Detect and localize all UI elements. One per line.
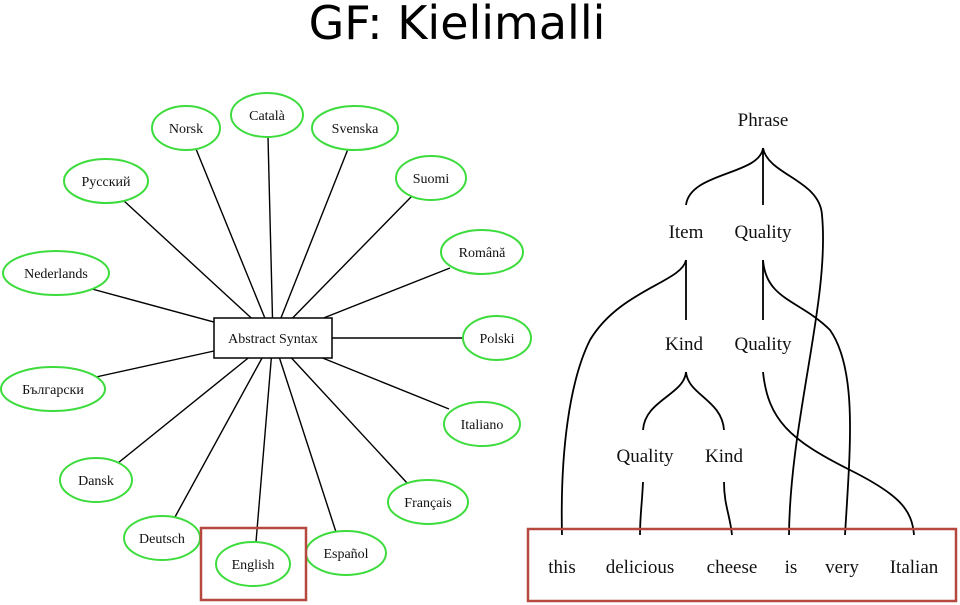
language-node-italiano: Italiano	[443, 401, 521, 447]
language-node-espanol: Español	[305, 530, 387, 576]
sentence-words: this delicious cheese is very Italian	[548, 557, 938, 578]
language-label: Română	[459, 246, 506, 261]
language-label: English	[232, 558, 275, 573]
language-label: Italiano	[461, 418, 504, 433]
tree-node-item: Item	[669, 222, 704, 243]
abstract-syntax-node: Abstract Syntax	[213, 317, 333, 359]
language-ellipse	[63, 158, 149, 204]
tree-node-kind: Kind	[665, 334, 704, 355]
word: this	[548, 557, 575, 578]
language-ellipse	[395, 155, 467, 201]
word: is	[785, 557, 798, 578]
language-node-svenska: Svenska	[311, 105, 399, 151]
tree-node-phrase: Phrase	[738, 110, 789, 131]
language-label: Français	[404, 496, 451, 511]
language-node-nederlands: Nederlands	[2, 250, 110, 296]
spoke-dansk	[117, 357, 249, 464]
language-label: Български	[22, 383, 84, 398]
word: delicious	[606, 557, 675, 578]
english-highlight-box	[199, 526, 308, 602]
spoke-svenska	[280, 148, 349, 319]
spoke-lines	[91, 136, 463, 543]
language-node-francais: Français	[387, 479, 469, 525]
language-ellipse	[443, 401, 521, 447]
language-node-norsk: Norsk	[151, 105, 221, 151]
spoke-nederlands	[91, 288, 215, 323]
spoke-romana	[323, 267, 451, 319]
spoke-catala	[267, 136, 274, 319]
language-label: Polski	[479, 332, 514, 347]
spoke-russkiy	[122, 199, 252, 319]
tree-node-kind: Kind	[705, 446, 744, 467]
abstract-syntax-label: Abstract Syntax	[228, 332, 318, 347]
language-node-balgarski: Български	[0, 366, 106, 412]
language-ellipse	[230, 92, 304, 138]
tree-node-quality: Quality	[735, 334, 792, 355]
spoke-norsk	[195, 148, 266, 319]
spoke-deutsch	[174, 357, 263, 518]
word: cheese	[707, 557, 758, 578]
language-node-russkiy: Русский	[63, 158, 149, 204]
language-ellipse	[59, 457, 133, 503]
language-ellipse	[387, 479, 469, 525]
word: very	[825, 557, 859, 578]
language-node-romana: Română	[440, 229, 524, 275]
language-ellipse	[215, 541, 291, 587]
language-ellipse	[2, 250, 110, 296]
language-label: Русский	[82, 175, 132, 190]
parse-tree-nodes: Phrase Item Quality Kind Quality Quality…	[617, 110, 792, 467]
tree-node-quality: Quality	[735, 222, 792, 243]
tree-node-quality: Quality	[617, 446, 674, 467]
slide-title: GF: Kielimalli	[308, 0, 606, 50]
language-node-polski: Polski	[462, 315, 532, 361]
language-label: Nederlands	[24, 267, 88, 282]
spoke-italiano	[322, 357, 450, 410]
language-node-suomi: Suomi	[395, 155, 467, 201]
spoke-balgarski	[95, 350, 215, 378]
language-label: Suomi	[413, 172, 450, 187]
spoke-english	[255, 357, 273, 543]
spoke-espanol	[278, 357, 337, 533]
language-node-catala: Català	[230, 92, 304, 138]
spoke-francais	[290, 357, 409, 485]
language-label: Svenska	[332, 122, 379, 137]
language-label: Español	[323, 547, 368, 562]
language-node-dansk: Dansk	[59, 457, 133, 503]
language-node-english: English	[215, 541, 291, 587]
language-node-deutsch: Deutsch	[123, 515, 201, 561]
word: Italian	[890, 557, 939, 578]
language-ellipse	[311, 105, 399, 151]
language-ellipse	[440, 229, 524, 275]
spoke-suomi	[292, 195, 413, 319]
language-label: Català	[249, 109, 286, 124]
language-label: Norsk	[169, 122, 203, 137]
language-ellipse	[462, 315, 532, 361]
language-ellipse	[0, 366, 106, 412]
sentence-highlight-box	[526, 527, 958, 603]
language-label: Dansk	[78, 474, 114, 489]
language-label: Deutsch	[139, 532, 185, 547]
language-ellipse	[151, 105, 221, 151]
parse-tree-edges	[560, 147, 915, 536]
